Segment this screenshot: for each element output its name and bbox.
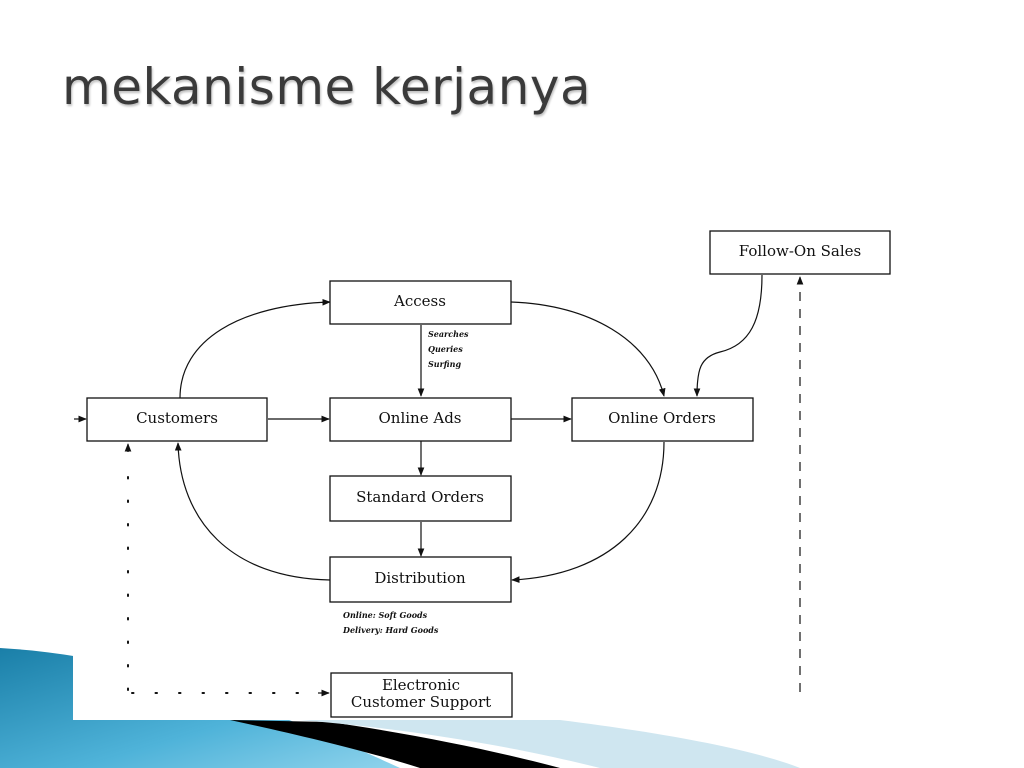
distribution-note-line1: Online: Soft Goods: [343, 610, 428, 620]
node-distribution: Distribution: [329, 556, 512, 603]
access-note-line2: Queries: [428, 344, 463, 354]
node-follow-on-sales-label: Follow-On Sales: [739, 242, 861, 260]
edge-follow-on-sales-online-orders: [693, 274, 763, 397]
access-note-line3: Surfing: [428, 359, 461, 369]
distribution-note-line2: Delivery: Hard Goods: [342, 625, 439, 635]
node-online-orders-label: Online Orders: [608, 409, 716, 427]
node-distribution-label: Distribution: [374, 569, 466, 587]
node-online-ads: Online Ads: [329, 397, 512, 442]
slide-title: mekanisme kerjanya: [62, 58, 592, 116]
node-customers: Customers: [86, 397, 268, 442]
node-follow-on-sales: Follow-On Sales: [709, 230, 891, 275]
node-online-orders: Online Orders: [571, 397, 754, 442]
diagram-canvas: [73, 225, 973, 720]
edge-access-online-orders: [510, 301, 666, 397]
edge-distribution-customers: [174, 442, 331, 581]
node-access-label: Access: [393, 292, 446, 310]
node-electronic-customer-support: Electronic Customer Support: [330, 672, 513, 718]
edge-customers-access: [179, 298, 331, 399]
node-standard-orders-label: Standard Orders: [356, 488, 484, 506]
node-support-label-line1: Electronic: [382, 676, 460, 694]
edge-online-orders-distribution: [511, 441, 665, 583]
node-standard-orders: Standard Orders: [329, 475, 512, 522]
node-online-ads-label: Online Ads: [379, 409, 462, 427]
node-support-label-line2: Customer Support: [351, 693, 491, 711]
black-band-shape: [230, 720, 560, 768]
access-note-line1: Searches: [428, 329, 469, 339]
node-customers-label: Customers: [136, 409, 218, 427]
pale-wave-shape: [300, 720, 800, 768]
node-access: Access: [329, 280, 512, 325]
